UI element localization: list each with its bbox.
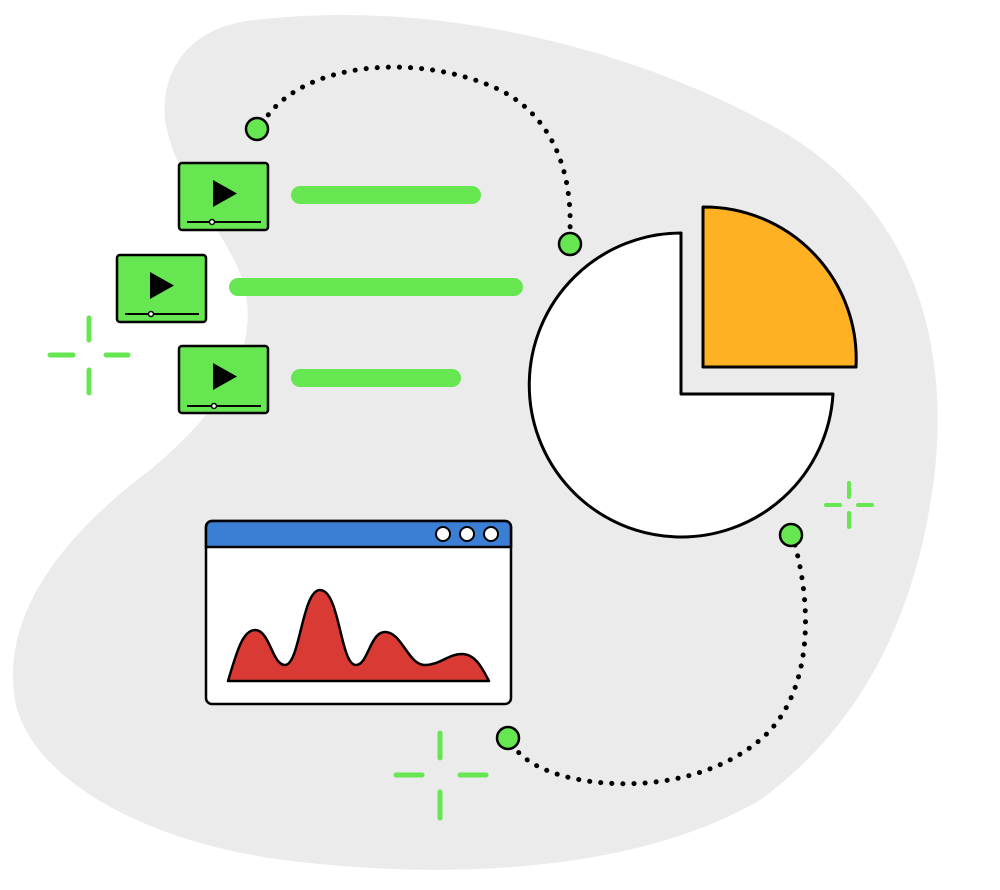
- window-button[interactable]: [459, 526, 475, 542]
- window-button[interactable]: [435, 526, 451, 542]
- area-chart: [226, 588, 491, 683]
- video-item[interactable]: [177, 344, 461, 415]
- connector-dot: [557, 231, 583, 257]
- video-item[interactable]: [177, 161, 481, 232]
- connector-dot: [244, 116, 270, 142]
- sparkle-icon: [824, 481, 874, 529]
- pie-chart: [527, 205, 858, 539]
- play-icon: [150, 272, 174, 299]
- sparkle-icon: [393, 730, 489, 821]
- window-button[interactable]: [483, 526, 499, 542]
- browser-window: [204, 519, 513, 706]
- connector-dot: [495, 725, 521, 751]
- pie-slice-highlight: [701, 205, 858, 369]
- pie-slice-main: [527, 231, 835, 539]
- play-icon: [213, 180, 237, 207]
- play-icon: [213, 363, 237, 390]
- connector-dot: [778, 522, 804, 548]
- video-progress-knob[interactable]: [210, 402, 218, 410]
- video-item[interactable]: [115, 253, 523, 324]
- sparkle-icon: [47, 315, 131, 396]
- video-progress-knob[interactable]: [147, 310, 155, 318]
- video-progress-knob[interactable]: [208, 218, 216, 226]
- browser-titlebar: [204, 519, 513, 549]
- dotted-connector-top: [259, 64, 573, 233]
